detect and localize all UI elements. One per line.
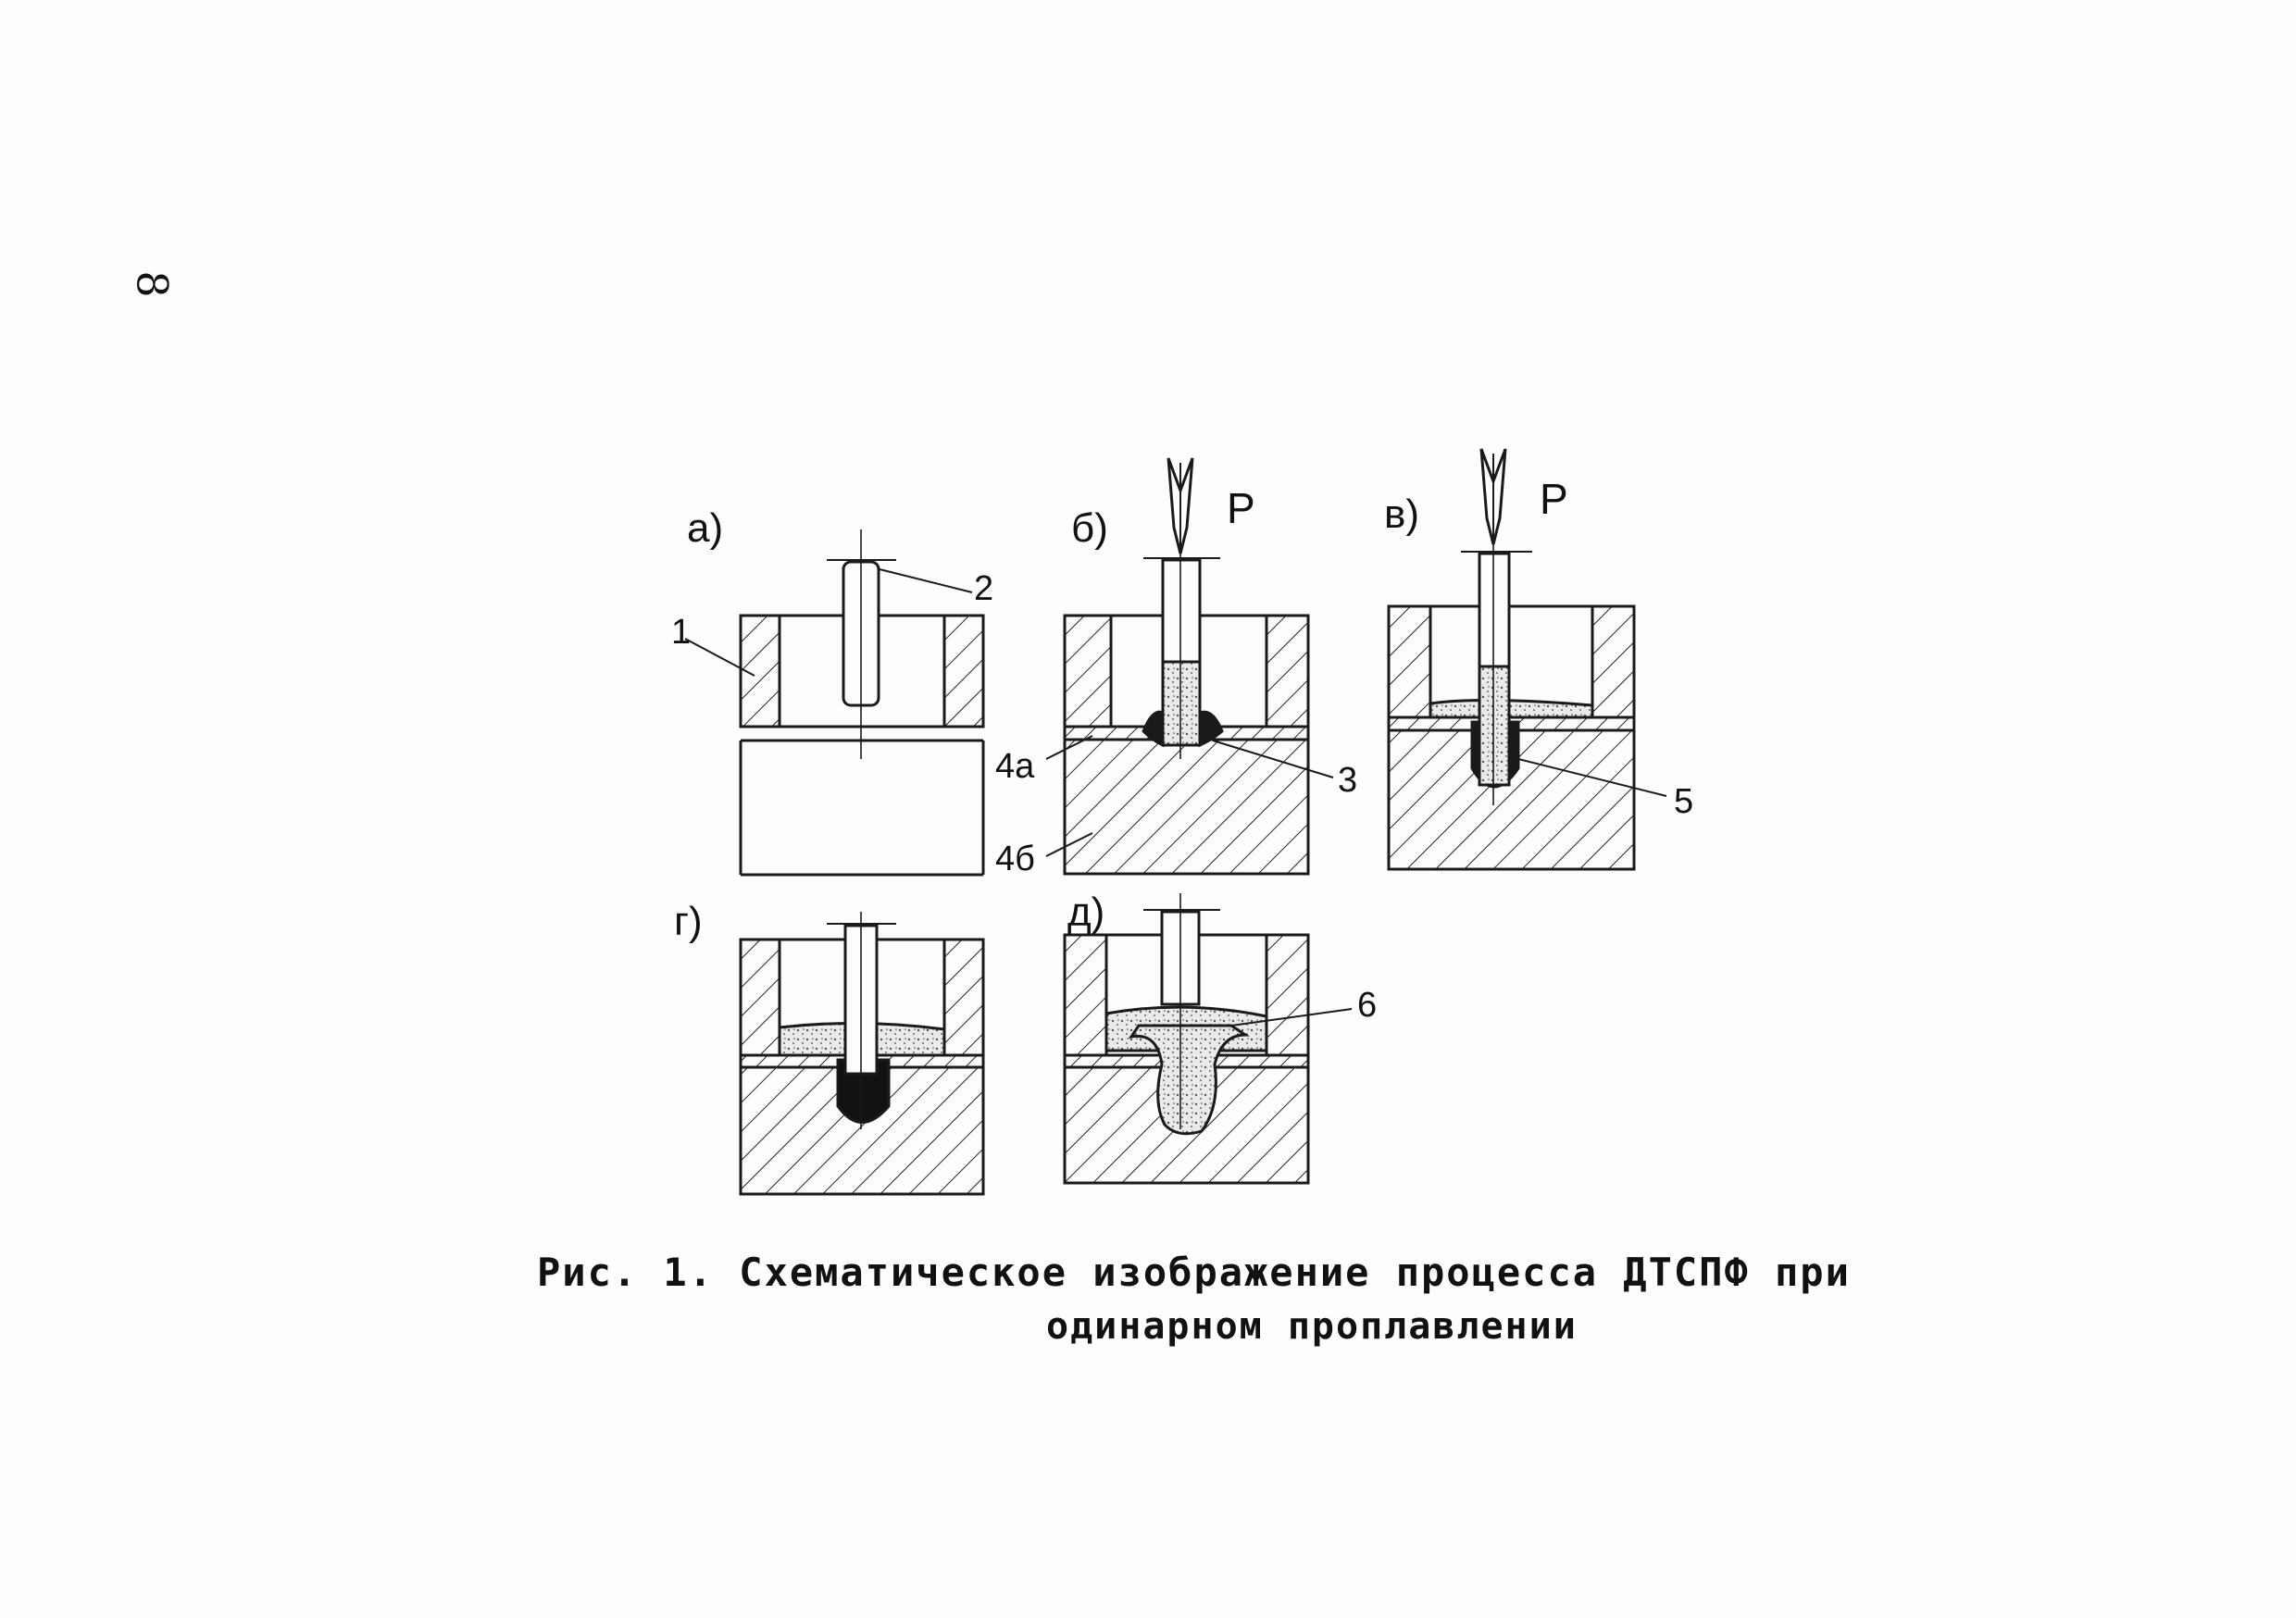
- panel-v: в) P: [1384, 448, 1693, 871]
- panel-d: д) 6: [1063, 890, 1377, 1185]
- panel-g: г): [674, 899, 985, 1196]
- panel-a: а) 2: [671, 505, 993, 877]
- part-label-6: 6: [1357, 986, 1377, 1025]
- force-label-b: P: [1227, 484, 1255, 532]
- panel-a-label: а): [687, 505, 723, 551]
- part-label-2: 2: [974, 569, 993, 608]
- panel-b-label: б): [1071, 505, 1108, 551]
- figure-caption-line-2: одинарном проплавлении: [1046, 1305, 1578, 1348]
- part-label-1: 1: [671, 613, 691, 652]
- panel-g-label: г): [674, 899, 703, 944]
- panel-d-label: д): [1067, 890, 1104, 935]
- panel-b: б) P: [995, 457, 1357, 878]
- panel-v-label: в): [1384, 492, 1419, 537]
- part-label-4a: 4а: [995, 747, 1035, 786]
- force-label-v: P: [1540, 475, 1568, 523]
- part-label-4b: 4б: [995, 840, 1035, 878]
- part-label-3: 3: [1338, 761, 1357, 800]
- part-label-5: 5: [1674, 782, 1693, 821]
- figure-caption-line-1: Рис. 1. Схематическое изображение процес…: [537, 1250, 1851, 1295]
